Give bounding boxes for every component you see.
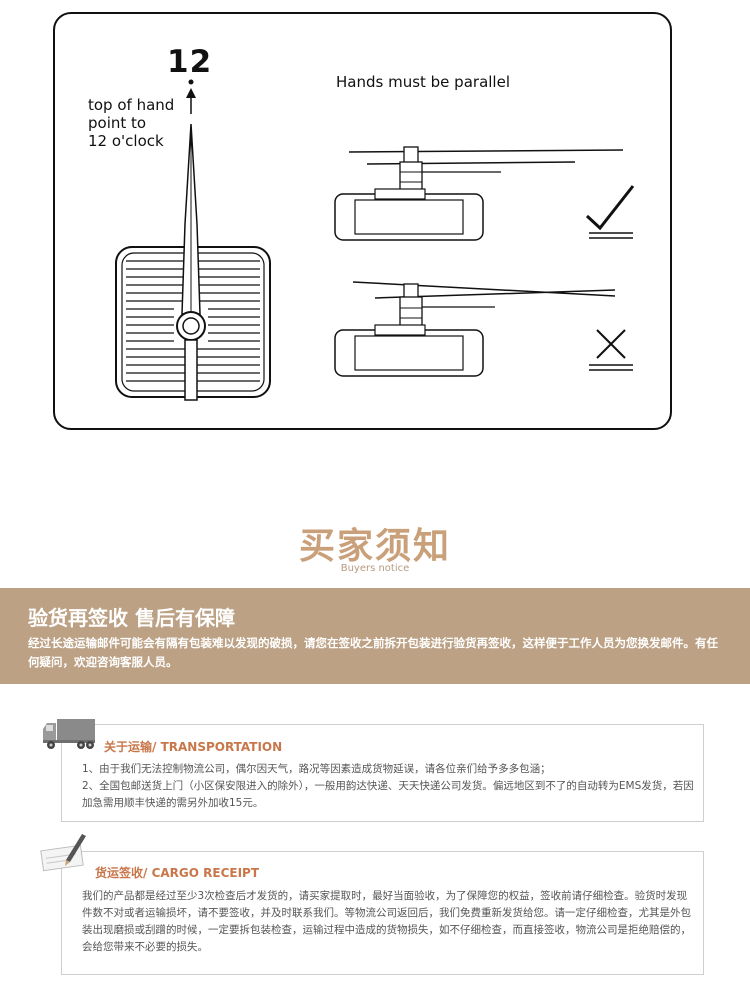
- cargo-receipt-section: 货运签收/ CARGO RECEIPT 我们的产品都是经过至少3次检查后才发货的…: [61, 851, 704, 975]
- transportation-text: 1、由于我们无法控制物流公司，偶尔因天气，路况等因素造成货物延误，请各位亲们给予…: [82, 761, 694, 812]
- cargo-heading-cn: 货运签收: [95, 866, 144, 880]
- truck-icon: [43, 719, 95, 749]
- transportation-section: 关于运输/ TRANSPORTATION 1、由于我们无法控制物流公司，偶尔因天…: [61, 724, 704, 822]
- up-arrow-icon: [186, 88, 196, 114]
- clock-hands: [174, 123, 208, 401]
- banner-text: 经过长途运输邮件可能会有隔有包装难以发现的破损，请您在签收之前拆开包装进行验货再…: [28, 636, 718, 669]
- guarantee-banner: 验货再签收 售后有保障 经过长途运输邮件可能会有隔有包装难以发现的破损，请您在签…: [0, 588, 750, 684]
- twelve-dot: [188, 79, 194, 85]
- incorrect-crossed-hands: [334, 281, 616, 377]
- parallel-instruction: Hands must be parallel: [336, 73, 510, 91]
- check-mark-icon: [585, 185, 635, 239]
- clock-hand-diagram: 12 top of hand point to 12 o'clock Hands…: [53, 12, 672, 430]
- pen-icon: [40, 834, 86, 872]
- banner-heading: 验货再签收 售后有保障: [28, 606, 235, 630]
- transportation-heading-en: / TRANSPORTATION: [152, 740, 283, 754]
- notice-subtitle: Buyers notice: [340, 563, 410, 574]
- transportation-line-1: 1、由于我们无法控制物流公司，偶尔因天气，路况等因素造成货物延误，请各位亲们给予…: [82, 763, 551, 775]
- hand-instruction: top of hand point to 12 o'clock: [88, 96, 175, 150]
- notice-title: 买家须知: [298, 526, 451, 567]
- cargo-heading: 货运签收/ CARGO RECEIPT: [95, 864, 259, 881]
- transportation-heading-cn: 关于运输: [104, 740, 153, 754]
- twelve-label: 12: [167, 44, 213, 80]
- x-mark-icon: [589, 329, 633, 371]
- transportation-heading: 关于运输/ TRANSPORTATION: [104, 738, 282, 755]
- transportation-line-2: 2、全国包邮送货上门（小区保安限进入的除外），一般用韵达快递、天天快递公司发货。…: [82, 780, 694, 809]
- correct-parallel-hands: [334, 146, 624, 241]
- clock-movement-illustration: [115, 79, 635, 401]
- cargo-heading-en: / CARGO RECEIPT: [143, 866, 260, 880]
- cargo-text: 我们的产品都是经过至少3次检查后才发货的，请买家提取时，最好当面验收，为了保障您…: [82, 890, 691, 953]
